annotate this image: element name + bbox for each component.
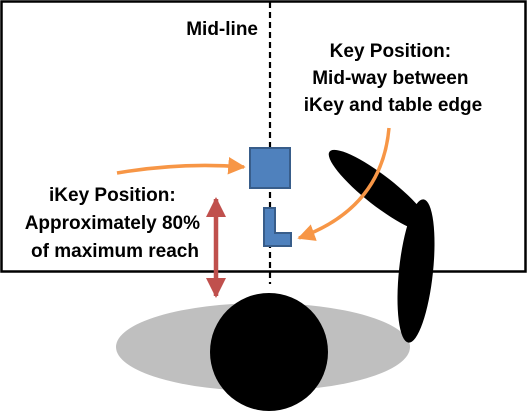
midline-label: Mid-line — [186, 19, 258, 40]
person-forearm — [397, 199, 435, 343]
person-upper-arm — [328, 149, 432, 233]
person-head — [210, 293, 328, 411]
ikey-square — [249, 147, 291, 189]
key-position-label: Key Position: Mid-way between iKey and t… — [304, 41, 482, 116]
key-l-shape — [263, 207, 292, 247]
ikey-callout-arrow — [116, 157, 246, 175]
ikey-position-label: iKey Position: Approximately 80% of maxi… — [25, 185, 206, 262]
key-callout-arrow — [297, 127, 391, 241]
